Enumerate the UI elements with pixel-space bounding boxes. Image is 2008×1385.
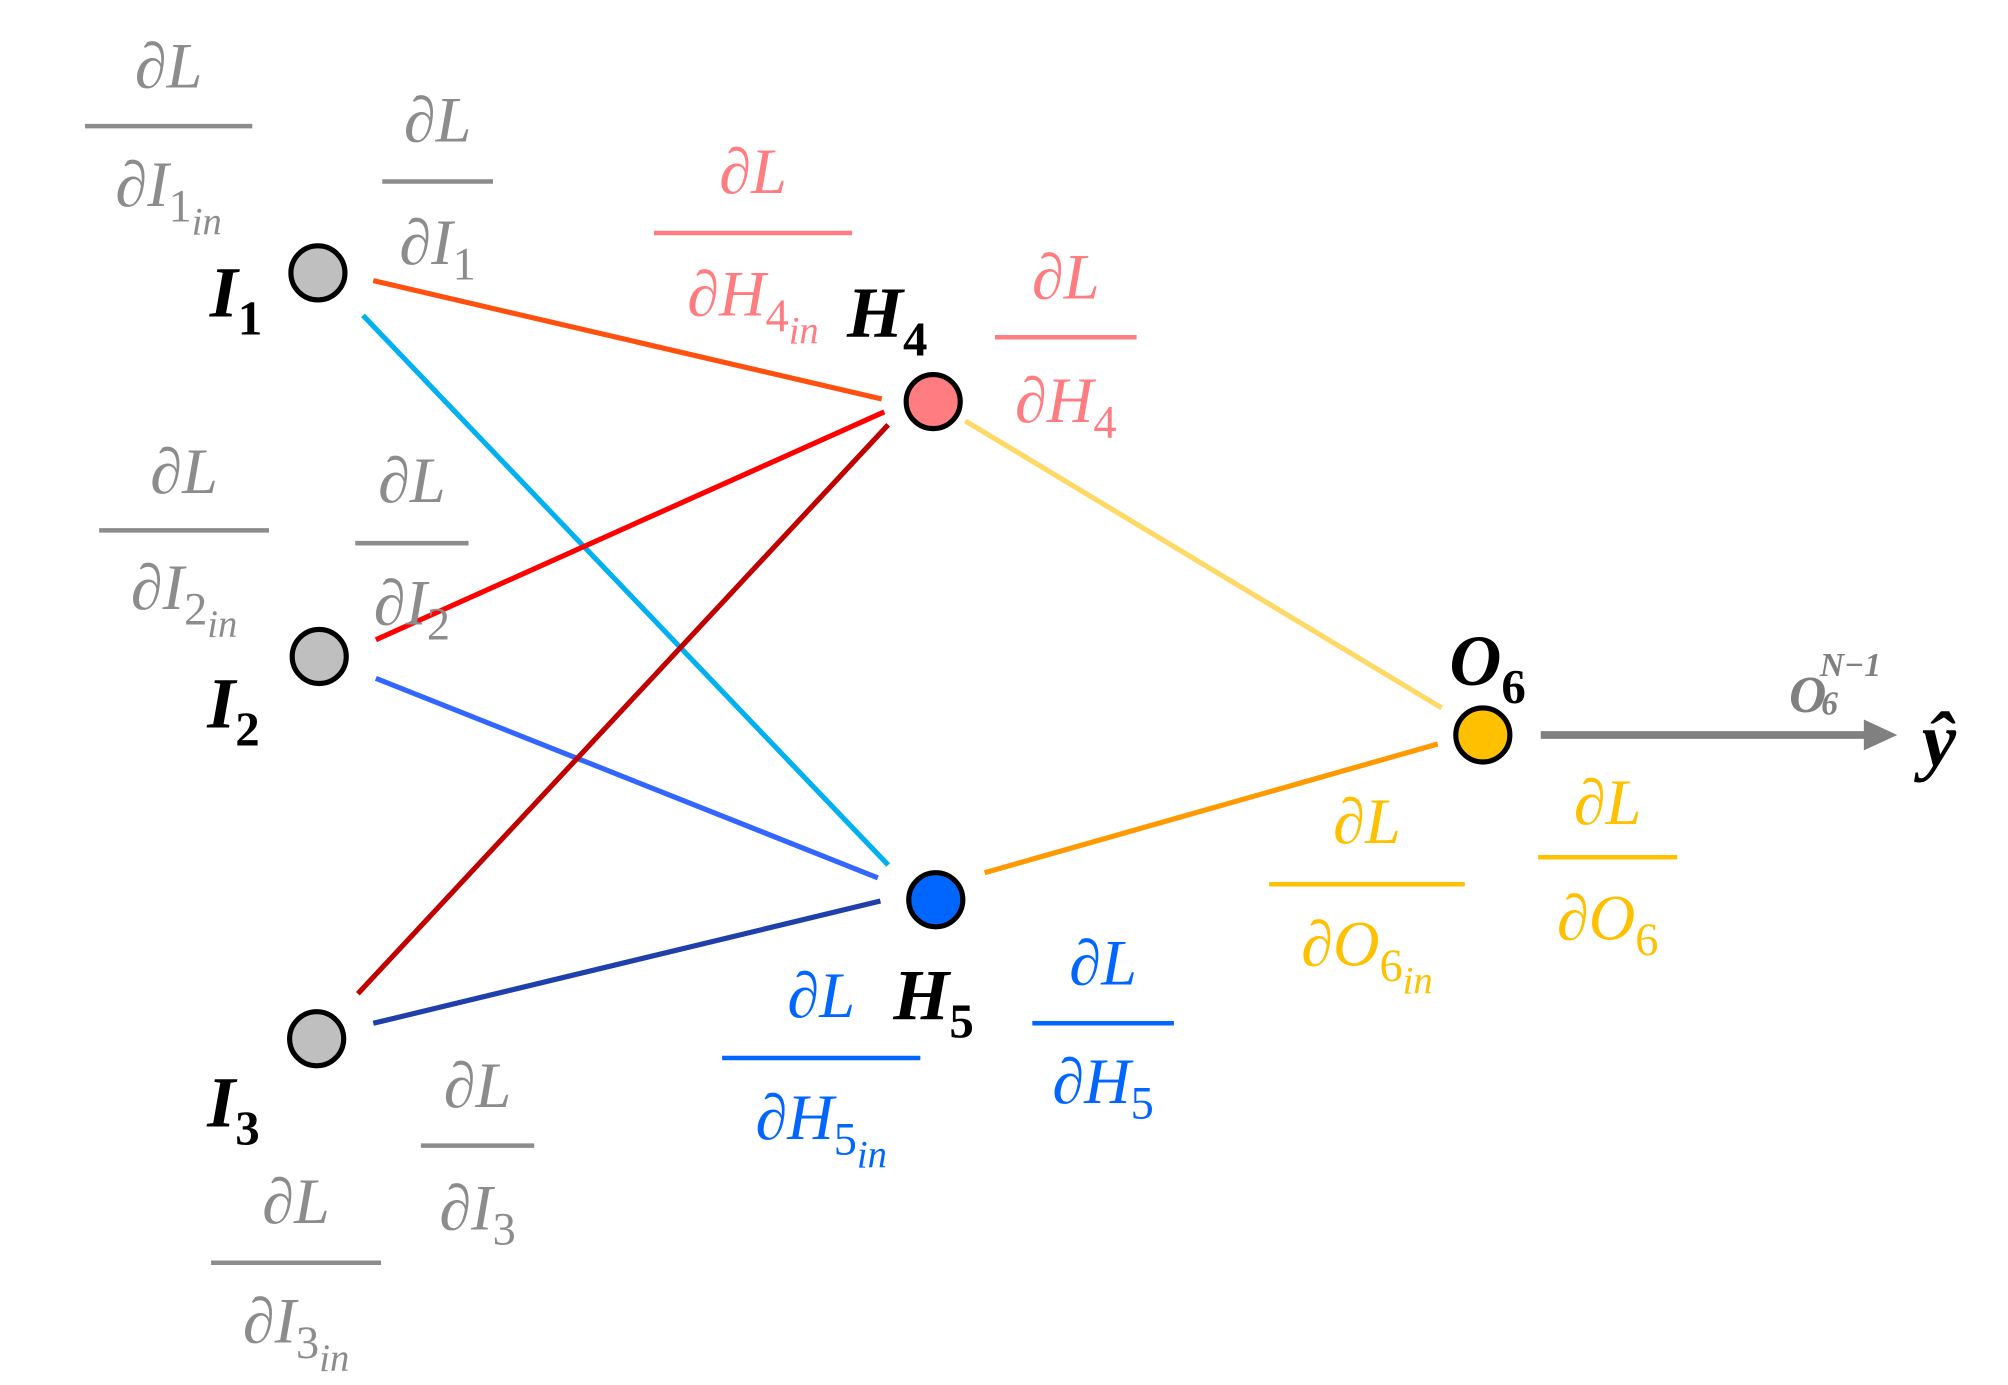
fraction-denominator: ∂H4in [687, 258, 818, 352]
node-subscript: 6 [1501, 659, 1525, 714]
fraction-numerator: ∂L [787, 960, 855, 1031]
edge-I1-H4 [372, 278, 883, 402]
node-label-I1: I1 [209, 253, 263, 346]
node-H4: H4 [846, 273, 963, 432]
fraction-denominator: ∂H4 [1015, 365, 1116, 448]
y-hat-label: ŷ [1914, 697, 1957, 783]
node-I3: I3 [206, 1009, 347, 1155]
node-letter: I [206, 663, 238, 743]
node-subscript: 5 [949, 993, 973, 1048]
fraction-numerator: ∂L [404, 85, 472, 156]
node-label-H5: H5 [892, 955, 974, 1048]
node-H5: H5 [892, 870, 974, 1048]
fraction-numerator: ∂L [150, 436, 218, 507]
edge-I3-H4 [355, 423, 891, 996]
fraction-denominator: ∂I3 [439, 1172, 515, 1255]
node-circle [906, 870, 966, 930]
edges [355, 278, 1443, 1026]
fraction-denominator: ∂H5 [1052, 1046, 1153, 1129]
node-circle [288, 243, 348, 303]
node-letter: O [1449, 621, 1501, 701]
node-letter: I [206, 1062, 238, 1142]
edge-I2-H4 [374, 409, 886, 643]
fraction-numerator: ∂L [1032, 242, 1100, 313]
fraction-denominator: ∂H5in [755, 1082, 886, 1176]
edge-I3-H5 [372, 898, 882, 1026]
node-circle [1453, 705, 1513, 765]
node-subscript: 3 [235, 1100, 259, 1155]
fraction-dL-dI2: ∂L ∂I2 [355, 445, 469, 651]
node-circle [903, 371, 963, 432]
node-label-H4: H4 [846, 273, 928, 366]
node-letter: I [209, 253, 241, 333]
fraction-denominator: ∂O6 [1557, 883, 1658, 966]
fraction-dL-dI3: ∂L ∂I3 [420, 1050, 535, 1256]
node-I1: I1 [209, 243, 348, 346]
fraction-denominator: ∂I1 [399, 207, 475, 290]
fraction-dL-dH4: ∂L ∂H4 [994, 242, 1137, 449]
edge-I2-H5 [374, 675, 879, 881]
node-subscript: 1 [238, 291, 262, 346]
node-letter: H [846, 273, 905, 353]
node-circle [287, 1009, 347, 1069]
fraction-denominator: ∂I3in [243, 1286, 349, 1380]
node-circle [289, 626, 349, 687]
fraction-dL-dI3in: ∂L ∂I3in [211, 1166, 382, 1380]
fraction-dL-dI1: ∂L ∂I1 [382, 85, 493, 290]
fraction-dL-dH4in: ∂L ∂H4in [653, 136, 853, 353]
fraction-dL-dO6in: ∂L ∂O6in [1269, 786, 1465, 1003]
fraction-denominator: ∂I2 [374, 567, 450, 650]
fraction-numerator: ∂L [262, 1166, 330, 1237]
node-letter: H [892, 955, 951, 1035]
fraction-dL-dI1in: ∂L ∂I1in [84, 31, 253, 243]
node-label-I3: I3 [206, 1062, 260, 1155]
node-I2: I2 [206, 626, 349, 756]
edge-H5-O6 [983, 741, 1439, 876]
node-label-I2: I2 [206, 663, 260, 756]
fraction-denominator: ∂I2in [131, 552, 237, 646]
fraction-numerator: ∂L [135, 31, 203, 102]
fraction-numerator: ∂L [1333, 786, 1401, 857]
node-O6: O6 [1449, 621, 1526, 765]
fraction-numerator: ∂L [1069, 928, 1137, 999]
fraction-denominator: ∂I1in [115, 149, 221, 243]
node-subscript: 4 [903, 311, 927, 366]
node-label-O6: O6 [1449, 621, 1526, 714]
fraction-numerator: ∂L [378, 445, 446, 516]
fraction-denominator: ∂O6in [1301, 908, 1432, 1002]
node-subscript: 2 [235, 701, 259, 756]
output-arrow-head [1863, 719, 1898, 751]
fraction-dL-dH5: ∂L ∂H5 [1032, 928, 1174, 1130]
fraction-numerator: ∂L [719, 136, 787, 207]
output-arrow-label: O6N−1 [1789, 647, 1881, 724]
fraction-numerator: ∂L [1574, 767, 1642, 838]
gradient-fractions: ∂L ∂I1in ∂L ∂I1 ∂L ∂I2in ∂L ∂I2 ∂L ∂I3 ∂L ∂I3in ∂L ∂H… [84, 31, 1678, 1380]
output-arrow: O6N−1 ŷ [1540, 647, 1957, 783]
fraction-dL-dO6: ∂L ∂O6 [1538, 767, 1678, 966]
fraction-numerator: ∂L [444, 1050, 512, 1121]
edge-H4-O6 [964, 418, 1443, 711]
fraction-dL-dH5in: ∂L ∂H5in [722, 960, 921, 1176]
fraction-dL-dI2in: ∂L ∂I2in [99, 436, 270, 646]
edge-I1-H5 [361, 313, 891, 867]
